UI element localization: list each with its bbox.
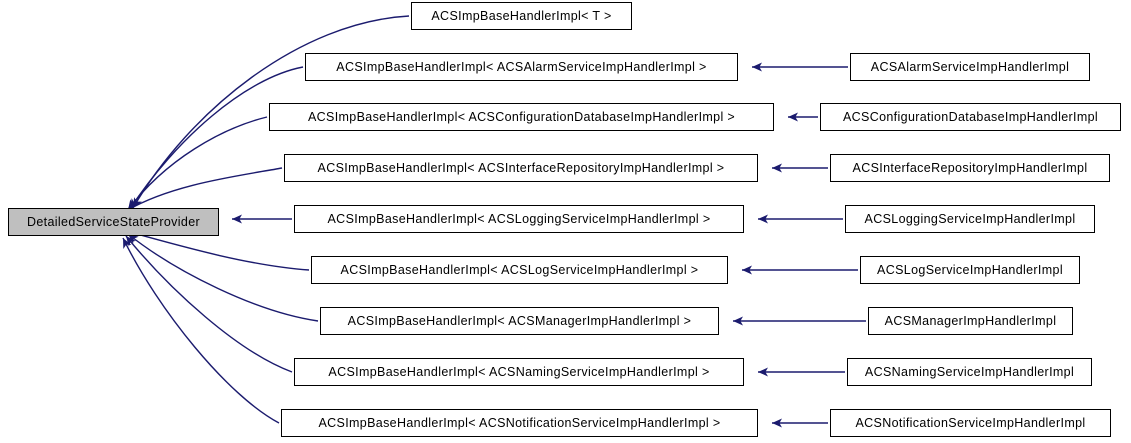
edge-root-logsvc — [125, 229, 310, 271]
edge-root-manager — [127, 233, 319, 322]
edge-root-alarm — [129, 66, 304, 210]
node-acsimpbasehandlerimpl-manager[interactable]: ACSImpBaseHandlerImpl< ACSManagerImpHand… — [320, 307, 719, 335]
node-label: ACSImpBaseHandlerImpl< ACSNamingServiceI… — [328, 364, 710, 379]
node-acslogserviceimphandlerimpl[interactable]: ACSLogServiceImpHandlerImpl — [860, 256, 1080, 284]
node-acsalarmserviceimphandlerimpl[interactable]: ACSAlarmServiceImpHandlerImpl — [850, 53, 1090, 81]
node-acsloggingserviceimphandlerimpl[interactable]: ACSLoggingServiceImpHandlerImpl — [845, 205, 1095, 233]
node-detailedservicestateprovider[interactable]: DetailedServiceStateProvider — [8, 208, 219, 236]
node-acsimpbasehandlerimpl-t[interactable]: ACSImpBaseHandlerImpl< T > — [411, 2, 632, 30]
node-label: ACSImpBaseHandlerImpl< ACSLoggingService… — [327, 211, 711, 226]
node-acsimpbasehandlerimpl-interfacerepository[interactable]: ACSImpBaseHandlerImpl< ACSInterfaceRepos… — [284, 154, 758, 182]
edge-root-configdb — [127, 116, 268, 211]
node-acsimpbasehandlerimpl-notificationservice[interactable]: ACSImpBaseHandlerImpl< ACSNotificationSe… — [281, 409, 758, 437]
edge-root-notif — [122, 237, 280, 424]
node-acsimpbasehandlerimpl-logservice[interactable]: ACSImpBaseHandlerImpl< ACSLogServiceImpH… — [311, 256, 728, 284]
node-acsnotificationserviceimphandlerimpl[interactable]: ACSNotificationServiceImpHandlerImpl — [830, 409, 1111, 437]
node-label: ACSAlarmServiceImpHandlerImpl — [870, 59, 1070, 74]
node-label: ACSImpBaseHandlerImpl< ACSLogServiceImpH… — [340, 262, 699, 277]
node-label: ACSInterfaceRepositoryImpHandlerImpl — [852, 160, 1088, 175]
edge-root-naming — [125, 235, 293, 373]
node-label: DetailedServiceStateProvider — [26, 214, 201, 229]
node-label: ACSNotificationServiceImpHandlerImpl — [855, 415, 1086, 430]
node-acsimpbasehandlerimpl-loggingservice[interactable]: ACSImpBaseHandlerImpl< ACSLoggingService… — [294, 205, 744, 233]
node-label: ACSNamingServiceImpHandlerImpl — [864, 364, 1075, 379]
node-acsmanagerimphandlerimpl[interactable]: ACSManagerImpHandlerImpl — [868, 307, 1073, 335]
node-label: ACSImpBaseHandlerImpl< ACSAlarmServiceIm… — [336, 59, 707, 74]
node-acsimpbasehandlerimpl-alarmservice[interactable]: ACSImpBaseHandlerImpl< ACSAlarmServiceIm… — [305, 53, 738, 81]
node-label: ACSImpBaseHandlerImpl< ACSNotificationSe… — [318, 415, 721, 430]
node-acsinterfacerepositoryimphandlerimpl[interactable]: ACSInterfaceRepositoryImpHandlerImpl — [830, 154, 1110, 182]
node-label: ACSImpBaseHandlerImpl< ACSManagerImpHand… — [347, 313, 692, 328]
node-acsconfigurationdatabaseimphandlerimpl[interactable]: ACSConfigurationDatabaseImpHandlerImpl — [820, 103, 1121, 131]
node-label: ACSLogServiceImpHandlerImpl — [877, 262, 1063, 277]
node-label: ACSImpBaseHandlerImpl< ACSInterfaceRepos… — [317, 160, 725, 175]
edge-root-iface — [125, 167, 283, 212]
node-acsimpbasehandlerimpl-configurationdatabase[interactable]: ACSImpBaseHandlerImpl< ACSConfigurationD… — [269, 103, 774, 131]
node-label: ACSLoggingServiceImpHandlerImpl — [864, 211, 1076, 226]
node-acsnamingserviceimphandlerimpl[interactable]: ACSNamingServiceImpHandlerImpl — [847, 358, 1092, 386]
node-label: ACSConfigurationDatabaseImpHandlerImpl — [842, 109, 1099, 124]
node-label: ACSImpBaseHandlerImpl< ACSConfigurationD… — [307, 109, 736, 124]
node-label: ACSManagerImpHandlerImpl — [884, 313, 1057, 328]
node-label: ACSImpBaseHandlerImpl< T > — [431, 8, 612, 23]
node-acsimpbasehandlerimpl-namingservice[interactable]: ACSImpBaseHandlerImpl< ACSNamingServiceI… — [294, 358, 744, 386]
